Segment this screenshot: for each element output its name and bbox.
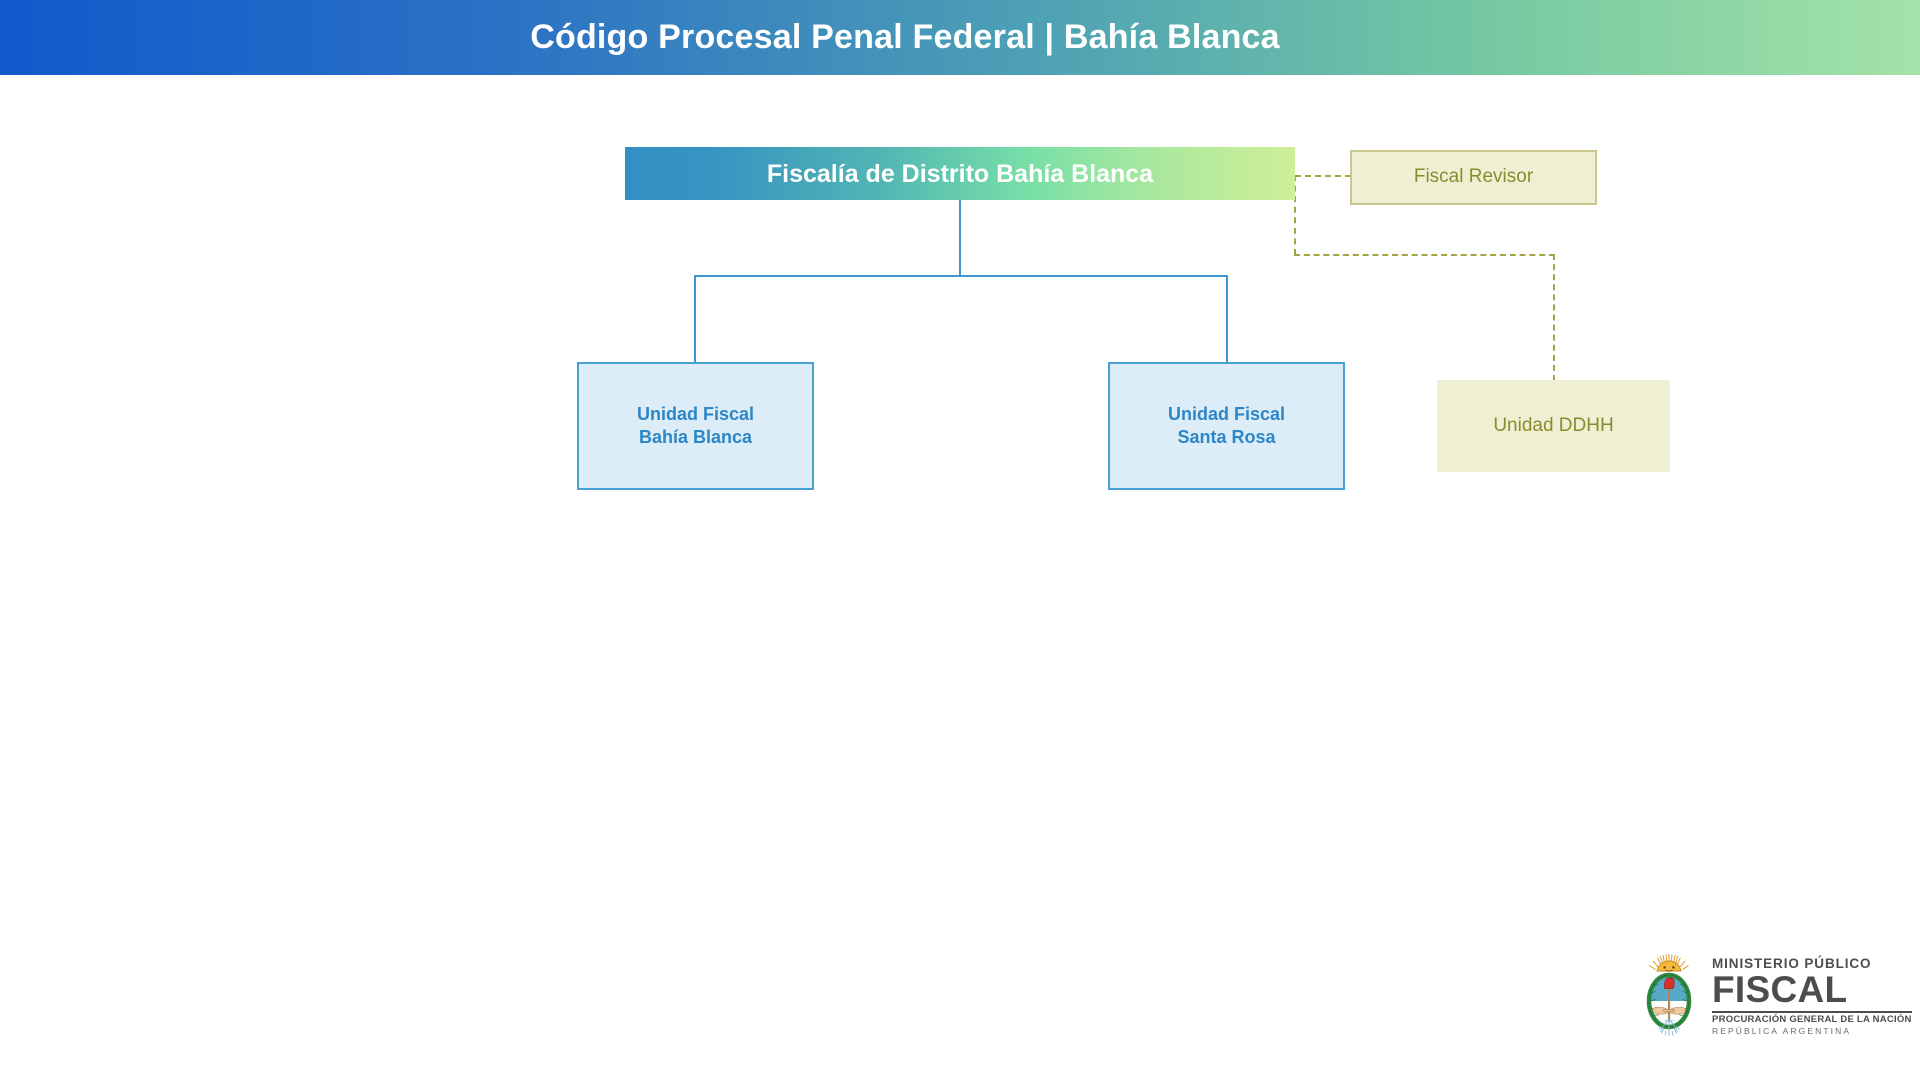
page-header: Código Procesal Penal Federal | Bahía Bl… — [0, 0, 1920, 75]
node-label-line-2: Santa Rosa — [1177, 427, 1276, 447]
node-fiscal-revisor[interactable]: Fiscal Revisor — [1350, 150, 1597, 205]
mpf-logo-wordmark: MINISTERIO PÚBLICO FISCAL PROCURACIÓN GE… — [1712, 957, 1912, 1036]
node-fiscal-revisor-label: Fiscal Revisor — [1413, 166, 1534, 188]
node-unidad-fiscal-santa-rosa[interactable]: Unidad Fiscal Santa Rosa — [1108, 362, 1345, 490]
connector-dashed-ddhh-horizontal — [1294, 254, 1555, 256]
connector-drop-unidad-fiscal-bahia-blanca — [694, 275, 696, 363]
node-label-line-2: Bahía Blanca — [638, 427, 753, 447]
logo-procuracion-general: PROCURACIÓN GENERAL DE LA NACIÓN — [1712, 1014, 1912, 1026]
logo-fiscal: FISCAL — [1712, 969, 1848, 1011]
connector-root-stem — [959, 200, 961, 276]
node-label-line-1: Unidad Fiscal — [1167, 403, 1286, 424]
node-label-line-1: Unidad Fiscal — [636, 403, 755, 424]
node-unidad-fiscal-bahia-blanca[interactable]: Unidad Fiscal Bahía Blanca — [577, 362, 814, 490]
node-unidad-fiscal-bahia-blanca-label: Unidad Fiscal Bahía Blanca — [637, 403, 754, 449]
mpf-logo: MINISTERIO PÚBLICO FISCAL PROCURACIÓN GE… — [1636, 940, 1912, 1054]
node-fiscalia-de-distrito-bahia-blanca[interactable]: Fiscalía de Distrito Bahía Blanca — [625, 147, 1295, 200]
argentina-coat-of-arms-icon — [1646, 954, 1692, 1036]
node-unidad-ddhh-label: Unidad DDHH — [1493, 414, 1614, 436]
connector-dashed-ddhh-vertical-upper — [1294, 175, 1296, 255]
org-chart-canvas: Fiscalía de Distrito Bahía Blanca Fiscal… — [0, 75, 1920, 1080]
logo-ministerio-publico: MINISTERIO PÚBLICO — [1712, 956, 1872, 972]
connector-drop-unidad-fiscal-santa-rosa — [1226, 275, 1228, 363]
connector-horizontal-bus — [694, 275, 1228, 277]
logo-republica-argentina: REPÚBLICA ARGENTINA — [1712, 1026, 1852, 1037]
page-title: Código Procesal Penal Federal | Bahía Bl… — [530, 18, 1280, 56]
node-root-label: Fiscalía de Distrito Bahía Blanca — [766, 159, 1154, 188]
node-unidad-ddhh[interactable]: Unidad DDHH — [1437, 380, 1670, 472]
connector-dashed-ddhh-vertical-lower — [1553, 254, 1555, 381]
node-unidad-fiscal-santa-rosa-label: Unidad Fiscal Santa Rosa — [1168, 403, 1285, 449]
logo-divider — [1712, 1011, 1912, 1013]
connector-dashed-fiscal-revisor — [1295, 175, 1351, 177]
